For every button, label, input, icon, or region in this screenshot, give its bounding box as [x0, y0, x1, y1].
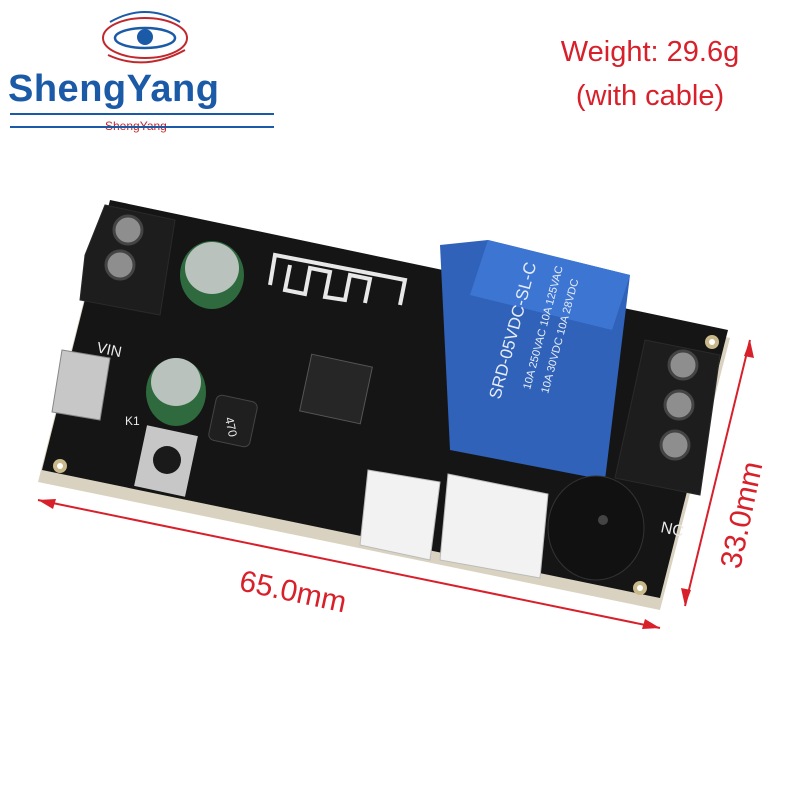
mount-hole-center: [637, 585, 643, 591]
length-dimension-line: [37, 499, 661, 629]
weight-line-2: (with cable): [575, 80, 725, 112]
length-label: 65.0mm: [237, 565, 350, 620]
jst-connector-2pin: [359, 469, 441, 561]
buzzer-hole: [598, 515, 608, 525]
arrow-right-icon: [642, 619, 660, 629]
capacitor-top: [185, 242, 239, 294]
k1-button-cap[interactable]: [153, 446, 181, 474]
brand-name: ShengYang: [8, 68, 220, 110]
mount-hole-center: [57, 463, 63, 469]
mount-hole-center: [709, 339, 715, 345]
eye-logo-icon: [102, 11, 188, 64]
terminal-screw: [667, 349, 699, 381]
brand-divider: [10, 113, 274, 115]
shengyang-logo: ShengYang ShengYang: [0, 0, 290, 140]
brand-divider-bottom: [10, 126, 274, 128]
arrow-down-icon: [681, 588, 691, 606]
k1-label: K1: [125, 414, 140, 428]
terminal-screw: [659, 429, 691, 461]
width-label: 33.0mm: [715, 459, 770, 572]
inductor-label: 470: [222, 416, 240, 439]
buzzer: [547, 475, 645, 581]
terminal-screw: [112, 214, 144, 246]
vin-label: VIN: [95, 339, 123, 361]
arrow-up-icon: [744, 340, 754, 358]
relay-top: [470, 240, 630, 330]
antenna-trace: [268, 252, 408, 306]
relay-terminal-block: [614, 339, 721, 496]
arrow-left-icon: [38, 499, 56, 509]
terminal-screw: [663, 389, 695, 421]
width-dimension-line: [684, 339, 751, 607]
weight-line-1: Weight: 29.6g: [560, 36, 740, 68]
inductor: [208, 394, 258, 448]
micro-usb-port: [51, 349, 111, 421]
weight-spec: Weight: 29.6g (with cable): [520, 30, 780, 118]
nc-label: NC: [659, 519, 685, 540]
terminal-screw: [104, 249, 136, 281]
capacitor-top: [151, 358, 201, 406]
microcontroller-chip: [299, 353, 373, 425]
jst-connector-3pin: [439, 473, 549, 579]
